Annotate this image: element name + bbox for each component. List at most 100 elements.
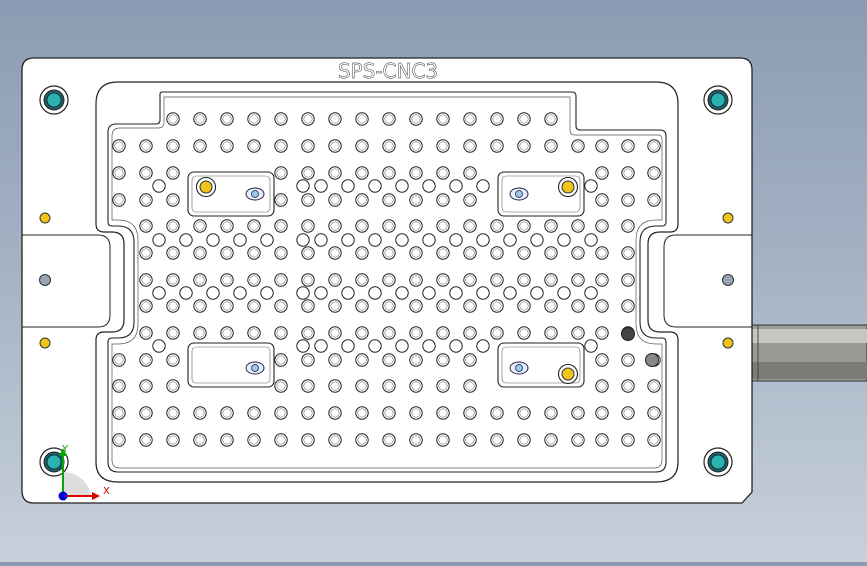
hole bbox=[571, 246, 585, 260]
hole bbox=[220, 326, 234, 340]
pallet-frame-outer bbox=[95, 81, 679, 483]
hole bbox=[382, 219, 396, 233]
hole bbox=[355, 139, 369, 153]
side-bolt-icon[interactable] bbox=[39, 274, 51, 286]
hole bbox=[220, 219, 234, 233]
hole bbox=[517, 406, 531, 420]
hole bbox=[166, 299, 180, 313]
hole bbox=[368, 286, 382, 300]
locating-pin-icon[interactable] bbox=[39, 85, 69, 115]
hole bbox=[328, 112, 342, 126]
hole bbox=[166, 379, 180, 393]
hole bbox=[436, 139, 450, 153]
hole bbox=[355, 433, 369, 447]
hole bbox=[274, 326, 288, 340]
hole bbox=[409, 326, 423, 340]
hole bbox=[355, 353, 369, 367]
hole bbox=[463, 326, 477, 340]
hole bbox=[463, 246, 477, 260]
hole bbox=[436, 219, 450, 233]
axis-y-label: Y bbox=[62, 444, 69, 455]
hole bbox=[382, 433, 396, 447]
dowel-pin-icon[interactable] bbox=[195, 176, 217, 198]
hole bbox=[436, 112, 450, 126]
hole bbox=[274, 139, 288, 153]
locating-pin-icon[interactable] bbox=[703, 85, 733, 115]
shaft-cylinder[interactable] bbox=[751, 324, 867, 382]
hole bbox=[193, 139, 207, 153]
hole bbox=[247, 433, 261, 447]
hole bbox=[490, 139, 504, 153]
dowel-pin-icon[interactable] bbox=[39, 337, 51, 349]
dowel-pin-icon[interactable] bbox=[39, 212, 51, 224]
hole bbox=[301, 299, 315, 313]
side-bolt-icon[interactable] bbox=[722, 274, 734, 286]
hole bbox=[260, 233, 274, 247]
hole bbox=[544, 406, 558, 420]
hole bbox=[382, 273, 396, 287]
hole bbox=[166, 246, 180, 260]
hole bbox=[341, 179, 355, 193]
hole bbox=[152, 286, 166, 300]
hole bbox=[193, 273, 207, 287]
hole bbox=[449, 233, 463, 247]
locating-pins bbox=[39, 85, 734, 477]
hole bbox=[395, 339, 409, 353]
hole bbox=[517, 139, 531, 153]
hole bbox=[584, 179, 598, 193]
hole bbox=[139, 406, 153, 420]
hole bbox=[584, 339, 598, 353]
clamp-pocket-icon[interactable] bbox=[187, 342, 275, 388]
hole bbox=[530, 233, 544, 247]
hole bbox=[647, 166, 661, 180]
hole bbox=[517, 326, 531, 340]
hole bbox=[220, 406, 234, 420]
hole bbox=[166, 433, 180, 447]
hole bbox=[328, 246, 342, 260]
hole bbox=[449, 179, 463, 193]
hole bbox=[621, 139, 635, 153]
dowel-pin-icon[interactable] bbox=[722, 212, 734, 224]
hole bbox=[274, 433, 288, 447]
dowel-pin-icon[interactable] bbox=[722, 337, 734, 349]
hole bbox=[328, 379, 342, 393]
hole bbox=[301, 219, 315, 233]
dowel-pin-icon[interactable] bbox=[557, 363, 579, 385]
screw-icon bbox=[509, 361, 529, 375]
hole bbox=[301, 112, 315, 126]
hole bbox=[355, 166, 369, 180]
hole bbox=[647, 433, 661, 447]
hole bbox=[328, 193, 342, 207]
hole bbox=[621, 406, 635, 420]
hole bbox=[517, 433, 531, 447]
hole bbox=[621, 193, 635, 207]
hole bbox=[112, 433, 126, 447]
hole bbox=[503, 233, 517, 247]
hole bbox=[220, 112, 234, 126]
hole bbox=[112, 353, 126, 367]
hole bbox=[314, 339, 328, 353]
hole bbox=[301, 406, 315, 420]
hole bbox=[647, 406, 661, 420]
hole bbox=[382, 353, 396, 367]
hole bbox=[355, 379, 369, 393]
hole bbox=[595, 139, 609, 153]
hole bbox=[355, 299, 369, 313]
hole bbox=[382, 299, 396, 313]
hole bbox=[571, 326, 585, 340]
hole bbox=[328, 433, 342, 447]
dowel-pin-icon[interactable] bbox=[557, 176, 579, 198]
hole bbox=[274, 299, 288, 313]
hole bbox=[355, 326, 369, 340]
hole bbox=[301, 353, 315, 367]
hole bbox=[490, 326, 504, 340]
hole bbox=[571, 433, 585, 447]
locating-pin-icon[interactable] bbox=[703, 447, 733, 477]
hole bbox=[193, 246, 207, 260]
hole bbox=[647, 379, 661, 393]
hole bbox=[247, 219, 261, 233]
hole bbox=[166, 112, 180, 126]
hole bbox=[328, 166, 342, 180]
